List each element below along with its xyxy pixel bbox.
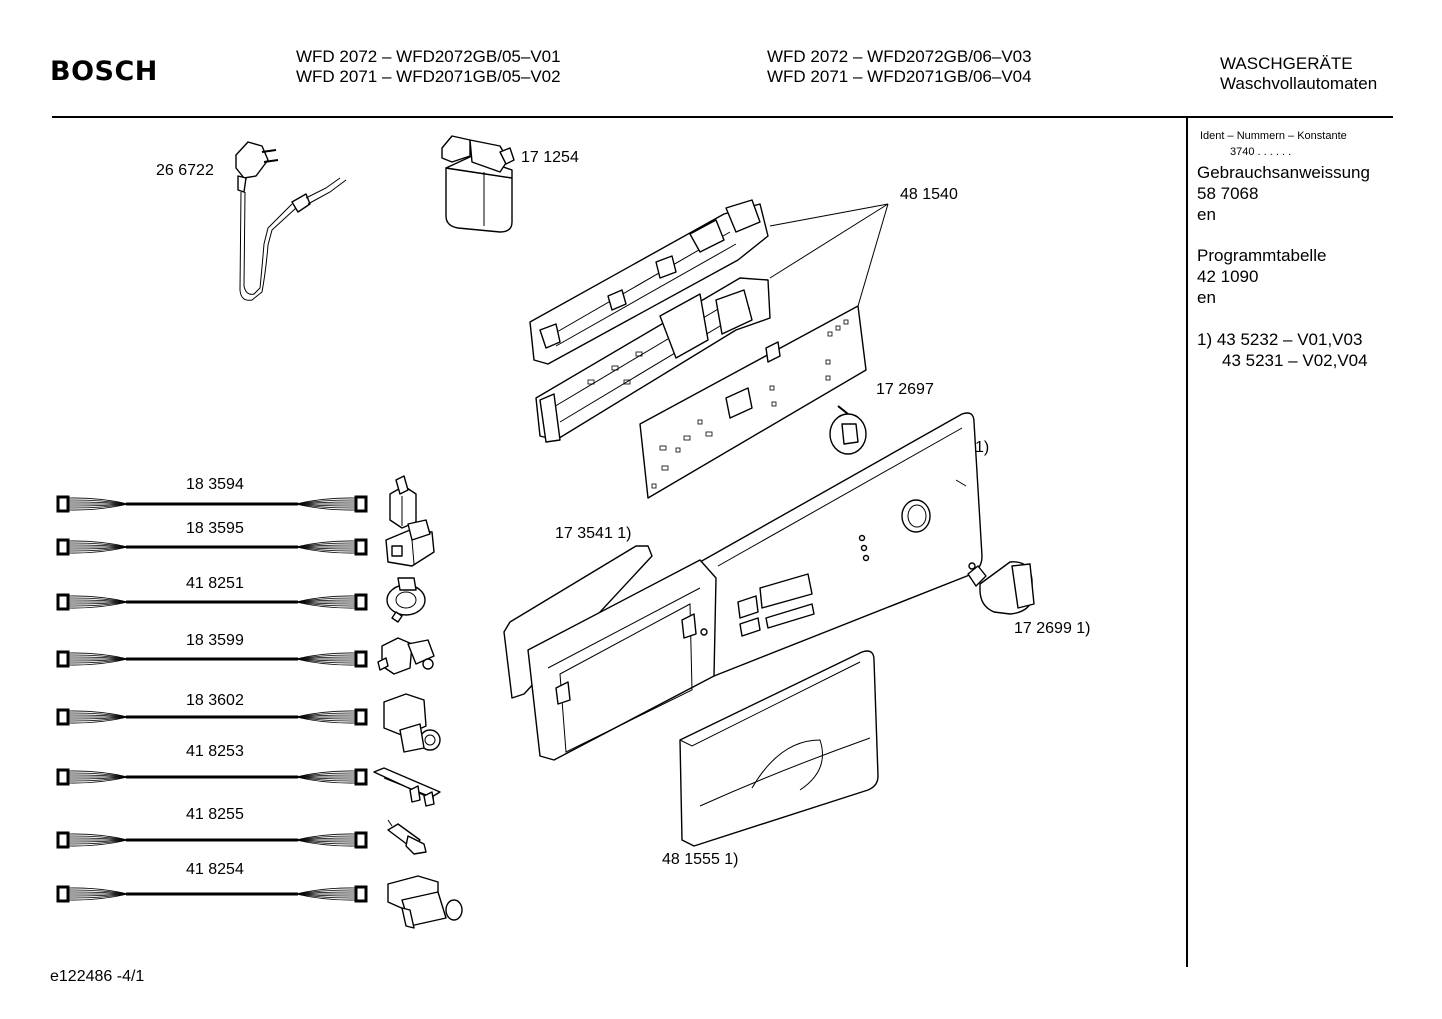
- model-line: WFD 2071 – WFD2071GB/05–V02: [296, 67, 561, 86]
- cable-harness: [56, 831, 368, 849]
- gasket-part: [503, 545, 717, 761]
- cable-label: 18 3595: [186, 520, 244, 537]
- category-title: WASCHGERÄTE Waschvollautomaten: [1220, 54, 1377, 94]
- cable-label: 41 8253: [186, 743, 244, 760]
- door-lock-icon: [385, 519, 435, 567]
- power-cord-part: [235, 141, 347, 301]
- program-lang: en: [1197, 288, 1216, 307]
- ident-label: Ident – Nummern – Konstante: [1200, 130, 1347, 142]
- ident-value: 3740 . . . . . .: [1230, 146, 1292, 158]
- module-leaders: [769, 203, 889, 307]
- large-knob-part: [967, 561, 1035, 615]
- manual-title: Gebrauchsanweissung: [1197, 163, 1370, 182]
- cable-harness: [56, 768, 368, 786]
- cable-harness-group: [56, 495, 368, 903]
- model-list-1: WFD 2072 – WFD2072GB/05–V01 WFD 2071 – W…: [296, 47, 561, 87]
- manual-number: 58 7068: [1197, 184, 1259, 203]
- small-knob-part: [829, 405, 867, 455]
- module-frame-part: [535, 277, 771, 443]
- cable-label: 18 3599: [186, 632, 244, 649]
- model-line: WFD 2071 – WFD2071GB/06–V04: [767, 67, 1032, 86]
- program-number: 42 1090: [1197, 267, 1259, 286]
- fascia-panel-part: [699, 412, 983, 677]
- brand-logo: BOSCH: [50, 56, 158, 87]
- cable-harness: [56, 495, 368, 513]
- label-power-cord: 26 6722: [156, 162, 214, 179]
- cable-harness: [56, 538, 368, 556]
- switch-icon: [389, 475, 417, 529]
- circuit-board-part: [639, 305, 867, 499]
- cable-label: 18 3594: [186, 476, 244, 493]
- footnote-2: 43 5231 – V02,V04: [1222, 351, 1368, 370]
- sensor-icon: [387, 819, 427, 855]
- model-list-2: WFD 2072 – WFD2072GB/06–V03 WFD 2071 – W…: [767, 47, 1032, 87]
- label-filter: 17 1254: [521, 149, 579, 166]
- cable-harness: [56, 650, 368, 668]
- label-knob-small: 17 2697: [876, 381, 934, 398]
- label-knob-large: 17 2699 1): [1014, 620, 1091, 637]
- program-title: Programmtabelle: [1197, 246, 1327, 265]
- label-gasket: 17 3541 1): [555, 525, 632, 542]
- filter-part: [441, 135, 515, 233]
- pressure-switch-icon: [386, 577, 426, 623]
- label-fascia: 1): [975, 439, 990, 456]
- cable-label: 41 8255: [186, 806, 244, 823]
- label-drawer-handle: 48 1555 1): [662, 851, 739, 868]
- label-module-housing: 48 1540: [900, 186, 958, 203]
- drawer-handle-part: [679, 650, 879, 847]
- motor-icon: [387, 875, 463, 929]
- model-line: WFD 2072 – WFD2072GB/05–V01: [296, 47, 561, 66]
- cable-harness: [56, 593, 368, 611]
- manual-lang: en: [1197, 205, 1216, 224]
- cable-label: 41 8251: [186, 575, 244, 592]
- cable-label: 18 3602: [186, 692, 244, 709]
- cable-harness: [56, 708, 368, 726]
- valve-icon: [377, 637, 435, 675]
- footer-code: e122486 -4/1: [50, 968, 145, 985]
- model-line: WFD 2072 – WFD2072GB/06–V03: [767, 47, 1032, 66]
- footnote-1: 1) 43 5232 – V01,V03: [1197, 330, 1363, 349]
- heater-icon: [373, 767, 441, 807]
- cable-harness: [56, 885, 368, 903]
- cable-label: 41 8254: [186, 861, 244, 878]
- category-line: WASCHGERÄTE: [1220, 54, 1353, 73]
- category-line: Waschvollautomaten: [1220, 74, 1378, 93]
- pump-icon: [383, 693, 441, 753]
- module-housing-part: [529, 199, 769, 365]
